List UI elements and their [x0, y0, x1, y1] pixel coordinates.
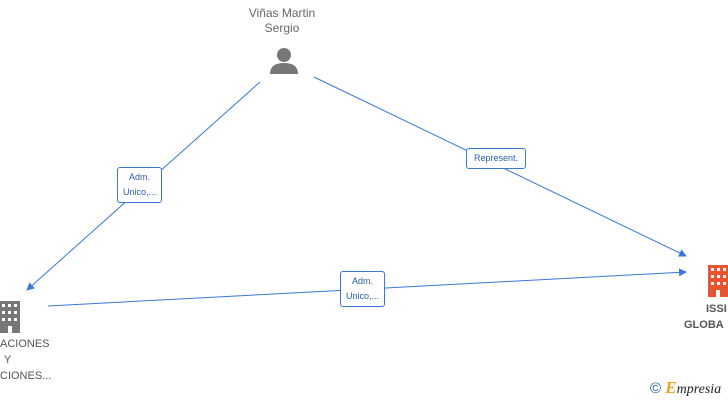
edge-label-person-left-line1: Adm. — [129, 172, 151, 182]
edge-label-person-right-line1: Represent. — [474, 153, 519, 163]
footer-brand: © Empresia — [650, 378, 721, 398]
company-left-line1: ACIONES — [0, 338, 50, 350]
building-icon[interactable] — [0, 301, 20, 333]
company-left-name[interactable]: ACIONES Y CIONES... — [0, 336, 51, 384]
company-left-line3: CIONES... — [0, 370, 52, 382]
copyright-icon: © — [650, 380, 662, 397]
edge-label-left-right[interactable]: Adm. Unico,... — [340, 271, 386, 307]
company-right-name[interactable]: ISSI GLOBA — [684, 301, 727, 333]
brand-logo: Empresia — [665, 378, 722, 397]
edge-label-person-left-line2: Unico,... — [123, 187, 157, 197]
edge-label-person-left[interactable]: Adm. Unico,... — [117, 167, 163, 203]
person-name-line1: Viñas Martin — [248, 6, 316, 20]
edge-label-left-right-line1: Adm. — [352, 276, 374, 286]
company-left-line2: Y — [4, 354, 12, 366]
person-name-line2: Sergio — [264, 21, 300, 35]
company-right-line2: GLOBA — [684, 319, 724, 331]
building-icon-highlighted[interactable] — [708, 265, 728, 297]
company-right-line1: ISSI — [706, 303, 727, 315]
person-name[interactable]: Viñas Martin Sergio — [230, 6, 334, 36]
person-icon[interactable] — [270, 48, 298, 74]
edge-label-person-right[interactable]: Represent. — [466, 148, 527, 169]
edge-label-left-right-line2: Unico,... — [346, 291, 380, 301]
